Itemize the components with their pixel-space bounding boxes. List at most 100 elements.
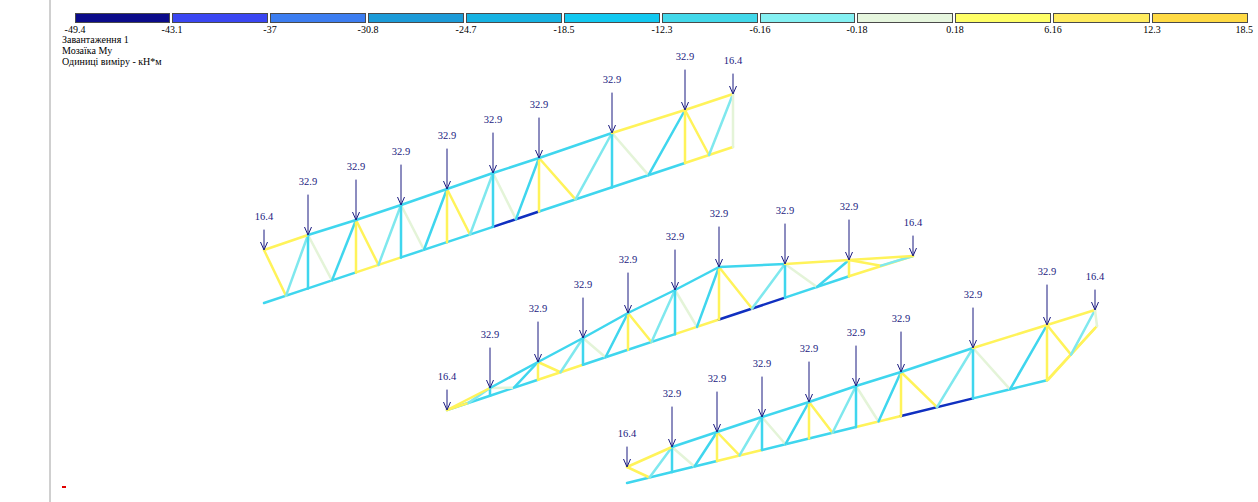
truss (624, 285, 1099, 483)
diagonal (332, 220, 356, 280)
scale-value: -18.5 (554, 24, 575, 35)
diagonal (447, 189, 470, 234)
scale-swatch (270, 13, 366, 23)
diagonal (685, 110, 709, 155)
top-chord (849, 256, 913, 260)
load-arrow (809, 362, 810, 401)
load-value: 32.9 (964, 289, 982, 300)
arrow-head (714, 424, 721, 432)
load-arrow (583, 298, 584, 337)
load-arrow (719, 227, 720, 266)
load-arrow (733, 74, 734, 93)
top-chord (308, 220, 356, 235)
vertical (537, 362, 540, 380)
top-chord (672, 432, 717, 447)
load-arrow (490, 348, 491, 387)
load-value: 32.9 (847, 327, 865, 338)
top-chord (264, 235, 308, 250)
scale-value: -37 (263, 24, 276, 35)
top-chord (973, 325, 1047, 348)
scale-value: 12.3 (1143, 24, 1161, 35)
load-value: 32.9 (753, 358, 771, 369)
vertical (400, 205, 403, 257)
diagonal (424, 189, 447, 250)
arrow-head (853, 378, 860, 386)
diagonal (675, 290, 697, 327)
vertical (808, 402, 811, 438)
arrow-head (716, 259, 723, 267)
diagonal (401, 205, 424, 250)
arrow-head (261, 242, 268, 250)
vertical (671, 447, 674, 472)
scale-swatch (1053, 13, 1150, 23)
diagonal (627, 467, 650, 477)
scale-value: -49.4 (65, 24, 86, 35)
diagonal (1047, 325, 1071, 355)
scale-swatch (368, 13, 464, 23)
arrow-head (806, 394, 813, 402)
load-value: 32.9 (603, 74, 621, 85)
diagonal (308, 235, 332, 280)
arrow-head (444, 181, 451, 189)
vertical (355, 220, 358, 272)
arrow-head (910, 248, 917, 256)
scale-value: -24.7 (456, 24, 477, 35)
diagonal (762, 417, 786, 444)
diagonal (672, 447, 695, 466)
header-text: Завантаження 1 (62, 34, 129, 45)
vertical (492, 173, 495, 227)
scale-value: -12.3 (652, 24, 673, 35)
diagonal (856, 386, 879, 421)
load-arrow (447, 149, 448, 188)
arrow-head (1044, 317, 1051, 325)
scale-value: 18.5 (1236, 24, 1254, 35)
diagonal (973, 348, 1010, 389)
load-arrow (356, 180, 357, 219)
load-value: 32.9 (530, 99, 548, 110)
diagonal (583, 338, 606, 357)
load-arrow (538, 322, 539, 361)
diagonal (612, 133, 649, 175)
vertical (538, 158, 541, 212)
load-arrow (539, 118, 540, 157)
diagonal (379, 205, 402, 265)
scale-swatch (564, 13, 660, 23)
top-chord (719, 264, 785, 267)
arrow-head (398, 197, 405, 205)
top-chord (401, 189, 447, 205)
vertical (1095, 310, 1097, 326)
load-value: 32.9 (484, 114, 502, 125)
top-chord (538, 338, 583, 362)
diagonal (785, 264, 817, 287)
top-chord (785, 260, 849, 264)
load-arrow (973, 308, 974, 347)
vertical (684, 110, 687, 163)
top-chord (675, 267, 719, 290)
arrow-head (970, 340, 977, 348)
arrow-head (669, 439, 676, 447)
diagonal (356, 220, 379, 265)
diagonal (717, 432, 740, 455)
load-arrow (308, 195, 309, 234)
scale-swatch (662, 13, 758, 23)
load-value: 16.4 (255, 211, 273, 222)
load-arrow (627, 447, 628, 466)
load-value: 32.9 (708, 373, 726, 384)
truss (261, 70, 737, 303)
load-value: 16.4 (904, 217, 922, 228)
diagonal (538, 362, 561, 372)
top-chord (628, 290, 675, 313)
top-chord (809, 386, 856, 402)
vertical (1046, 325, 1049, 380)
diagonal (709, 94, 733, 155)
arrow-head (353, 212, 360, 220)
arrow-head (672, 282, 679, 290)
scale-swatch (172, 13, 268, 23)
top-chord (612, 110, 685, 133)
arrow-head (536, 150, 543, 158)
load-value: 16.4 (438, 371, 456, 382)
top-chord (447, 388, 490, 410)
load-arrow (628, 273, 629, 312)
load-value: 32.9 (666, 231, 684, 242)
